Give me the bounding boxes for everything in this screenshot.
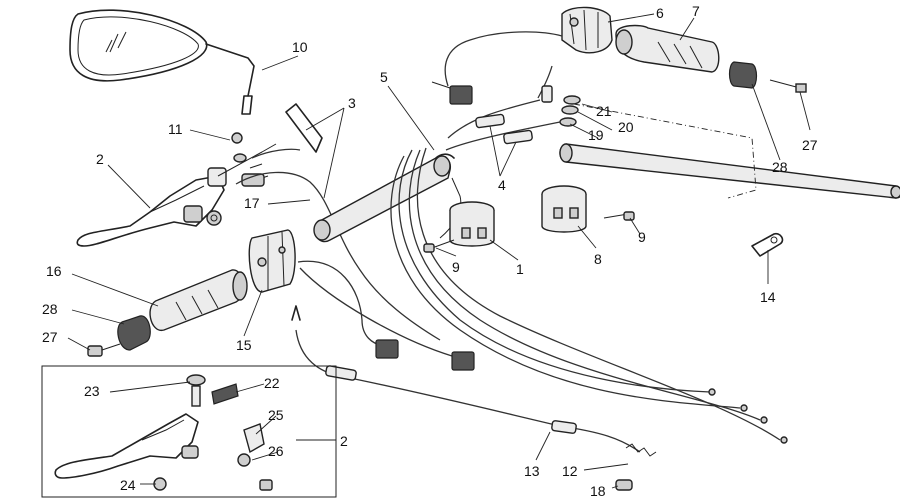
callout-27-left: 27 xyxy=(42,329,58,345)
cable-clip xyxy=(751,232,784,257)
callout-22: 22 xyxy=(264,375,280,391)
choke-cable xyxy=(291,305,657,491)
bar-end-weight-right xyxy=(728,61,807,93)
callout-8: 8 xyxy=(594,251,602,267)
callout-28-right: 28 xyxy=(772,159,788,175)
callout-27-right: 27 xyxy=(802,137,818,153)
callout-25: 25 xyxy=(268,407,284,423)
handlebar-clamp-right xyxy=(541,185,629,233)
callout-11: 11 xyxy=(168,121,183,137)
callout-14: 14 xyxy=(760,289,776,305)
callout-26: 26 xyxy=(268,443,284,459)
callout-28-left: 28 xyxy=(42,301,58,317)
callout-18: 18 xyxy=(590,483,606,499)
callout-labels: 1 2 2 3 4 5 6 7 8 9 9 10 11 12 13 14 15 … xyxy=(42,3,818,499)
callout-15: 15 xyxy=(236,337,252,353)
callout-1: 1 xyxy=(516,261,524,277)
throttle-grip xyxy=(615,24,720,73)
clamp-screws xyxy=(423,211,635,253)
handlebar-clamp-left xyxy=(431,201,495,249)
callout-23: 23 xyxy=(84,383,100,399)
handlebar-tube xyxy=(313,153,462,243)
callout-19: 19 xyxy=(588,127,604,143)
callout-10: 10 xyxy=(292,39,308,55)
lever-detail-inset xyxy=(41,365,337,498)
callout-13: 13 xyxy=(524,463,540,479)
left-switch-housing xyxy=(248,229,475,371)
throttle-cable-fittings xyxy=(537,65,757,199)
callout-4: 4 xyxy=(498,177,506,193)
callout-2: 2 xyxy=(96,151,104,167)
callout-24: 24 xyxy=(120,477,136,493)
left-grip xyxy=(149,269,248,331)
right-switch-housing xyxy=(431,6,613,105)
rear-view-mirror xyxy=(69,9,255,163)
callout-7: 7 xyxy=(692,3,700,19)
callout-3: 3 xyxy=(348,95,356,111)
throttle-cables xyxy=(390,99,788,444)
callout-9-left: 9 xyxy=(452,259,460,275)
callout-5: 5 xyxy=(380,69,388,85)
right-handlebar-tube xyxy=(559,143,900,199)
callout-6: 6 xyxy=(656,5,664,21)
callout-9-right: 9 xyxy=(638,229,646,245)
callout-12: 12 xyxy=(562,463,578,479)
callout-20: 20 xyxy=(618,119,634,135)
callout-21: 21 xyxy=(596,103,612,119)
callout-16: 16 xyxy=(46,263,62,279)
callout-17: 17 xyxy=(244,195,260,211)
callout-2-inset: 2 xyxy=(340,433,348,449)
clutch-lever-assembly xyxy=(76,143,277,247)
leader-lines xyxy=(67,13,811,489)
bar-end-weight-left xyxy=(87,315,151,357)
